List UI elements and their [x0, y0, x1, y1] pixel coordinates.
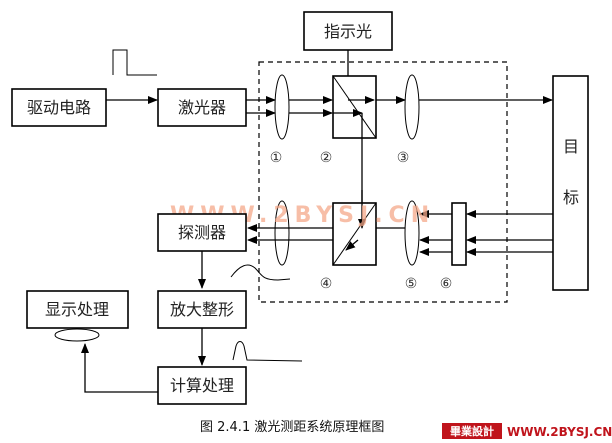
logo-badge-text: 畢業設計 — [450, 424, 494, 438]
compute-block: 计算处理 — [157, 366, 247, 405]
marker-5: ⑤ — [405, 276, 418, 292]
filter-6 — [451, 202, 467, 266]
compute-label: 计算处理 — [170, 376, 234, 395]
display-indicator-ellipse — [54, 328, 100, 342]
shaped-pulse-icon — [232, 341, 303, 362]
detector-block: 探测器 — [157, 213, 247, 252]
laser-label: 激光器 — [178, 98, 226, 117]
target-label-char-1: 目 — [563, 137, 579, 156]
lens-3 — [404, 74, 420, 140]
logo-url: WWW.2BYSJ.CN — [507, 425, 612, 439]
pulse-waveform-icon — [112, 49, 157, 76]
received-waveform-icon — [230, 264, 291, 281]
marker-3: ③ — [397, 150, 410, 166]
lens-4 — [274, 200, 290, 266]
logo-badge-bg — [442, 423, 502, 439]
marker-6: ⑥ — [440, 276, 453, 292]
figure-caption: 图 2.4.1 激光测距系统原理框图 — [200, 420, 384, 435]
marker-2: ② — [320, 150, 333, 166]
lens-5 — [404, 200, 420, 266]
optical-module-boundary — [258, 61, 508, 303]
beam-splitter-4 — [332, 202, 377, 266]
amplify-shape-block: 放大整形 — [157, 290, 247, 329]
marker-1: ① — [270, 150, 283, 166]
site-logo: 畢業設計 WWW.2BYSJ.CN — [442, 423, 612, 439]
laser-block: 激光器 — [157, 88, 247, 127]
target-block: 目 标 — [552, 75, 589, 291]
marker-4: ④ — [320, 276, 333, 292]
indicator-light-label: 指示光 — [324, 22, 372, 41]
beam-splitter-2 — [332, 75, 377, 139]
display-label: 显示处理 — [45, 300, 109, 319]
display-block: 显示处理 — [26, 290, 129, 329]
splitter-diagonal-arrow — [345, 239, 359, 251]
drive-circuit-label: 驱动电路 — [27, 98, 91, 117]
lens-1 — [274, 74, 290, 140]
detector-label: 探测器 — [178, 223, 226, 242]
arrow-compute-to-display — [81, 343, 158, 393]
drive-circuit-block: 驱动电路 — [11, 88, 107, 127]
indicator-light-block: 指示光 — [303, 11, 393, 51]
target-label-char-2: 标 — [563, 188, 579, 207]
amplify-shape-label: 放大整形 — [170, 300, 234, 319]
